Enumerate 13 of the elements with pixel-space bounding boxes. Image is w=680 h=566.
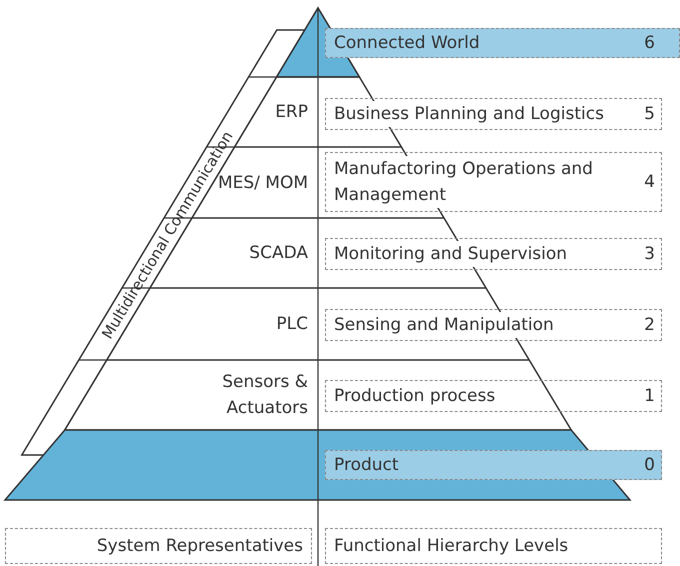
column-heading: Functional Hierarchy Levels [325,528,662,564]
column-heading: System Representatives [5,528,312,564]
level-number: 3 [643,243,655,266]
system-label: ERP [274,101,308,124]
system-label: SCADA [248,242,308,265]
level-number: 4 [643,171,655,194]
level-number: 6 [643,32,655,55]
level-number: 0 [643,454,655,477]
system-label: PLC [275,313,308,336]
level-number: 5 [643,103,655,126]
system-label: Sensors & Actuators [221,371,308,420]
level-number: 1 [643,385,655,408]
level-number: 2 [643,314,655,337]
